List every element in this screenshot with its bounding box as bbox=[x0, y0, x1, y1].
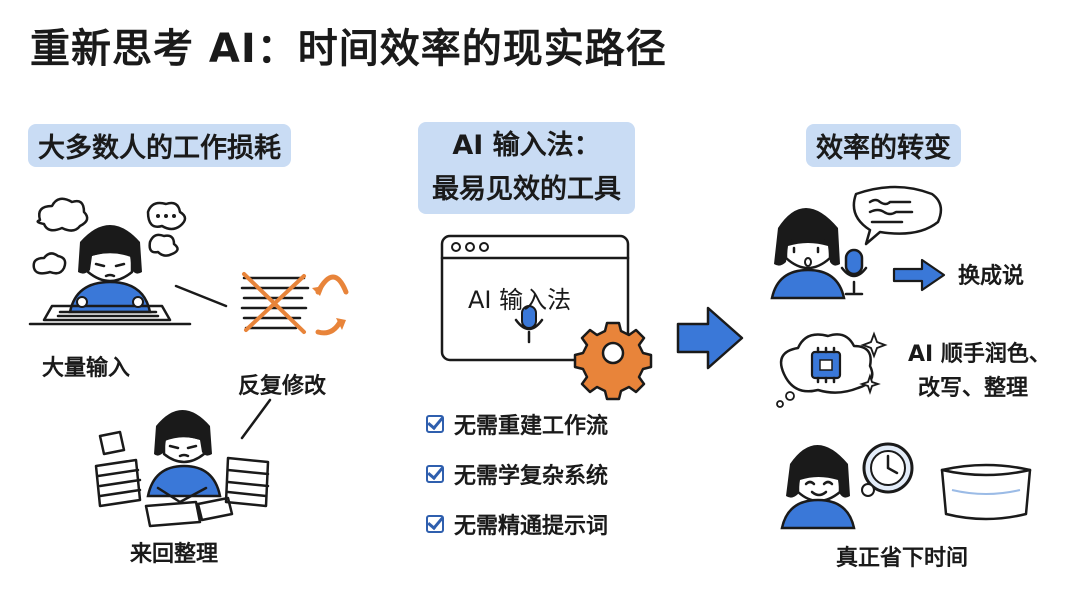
checkbox-checked-icon bbox=[426, 415, 444, 433]
container-icon bbox=[940, 463, 1032, 521]
smiling-person-clock-illustration bbox=[780, 442, 914, 530]
checklist-item-label: 无需精通提示词 bbox=[454, 514, 609, 539]
paper-pile-person-illustration bbox=[94, 410, 270, 528]
label-heavy-input: 大量输入 bbox=[42, 356, 131, 381]
left-heading: 大多数人的工作损耗 bbox=[28, 124, 291, 167]
checklist-item: 无需学复杂系统 bbox=[426, 458, 608, 490]
gear-icon bbox=[573, 321, 653, 401]
label-repeated-revision: 反复修改 bbox=[238, 374, 327, 399]
middle-heading-line1: AI 输入法： bbox=[452, 130, 601, 161]
window-label: AI 输入法 bbox=[468, 286, 572, 314]
ai-input-window-illustration bbox=[440, 234, 630, 362]
label-ai-polish-line2: 改写、整理 bbox=[918, 376, 1029, 401]
middle-heading: AI 输入法： 最易见效的工具 bbox=[418, 122, 635, 214]
label-ai-polish: AI 顺手润色、 改写、整理 bbox=[908, 338, 1051, 406]
checkbox-checked-icon bbox=[426, 465, 444, 483]
crossed-out-document-icon bbox=[240, 272, 349, 336]
page-title: 重新思考 AI：时间效率的现实路径 bbox=[30, 26, 667, 72]
checkbox-checked-icon bbox=[426, 515, 444, 533]
connector-lines bbox=[174, 284, 272, 440]
label-truly-save-time: 真正省下时间 bbox=[836, 546, 969, 571]
benefits-checklist: 无需重建工作流 无需学复杂系统 无需精通提示词 bbox=[426, 408, 608, 540]
speaking-person-illustration bbox=[770, 185, 943, 300]
arrow-right-icon bbox=[676, 306, 744, 370]
label-back-and-forth-organizing: 来回整理 bbox=[130, 542, 219, 567]
label-ai-polish-line1: AI 顺手润色、 bbox=[908, 342, 1051, 367]
right-heading: 效率的转变 bbox=[806, 124, 961, 167]
checklist-item-label: 无需学复杂系统 bbox=[454, 464, 609, 489]
ai-cloud-chip-icon bbox=[776, 331, 888, 408]
arrow-right-small-icon bbox=[892, 258, 946, 292]
checklist-item: 无需重建工作流 bbox=[426, 408, 608, 440]
typing-person-illustration bbox=[28, 197, 192, 326]
middle-heading-line2: 最易见效的工具 bbox=[432, 174, 621, 205]
checklist-item: 无需精通提示词 bbox=[426, 508, 608, 540]
label-switch-to-speaking: 换成说 bbox=[958, 264, 1025, 289]
checklist-item-label: 无需重建工作流 bbox=[454, 414, 609, 439]
